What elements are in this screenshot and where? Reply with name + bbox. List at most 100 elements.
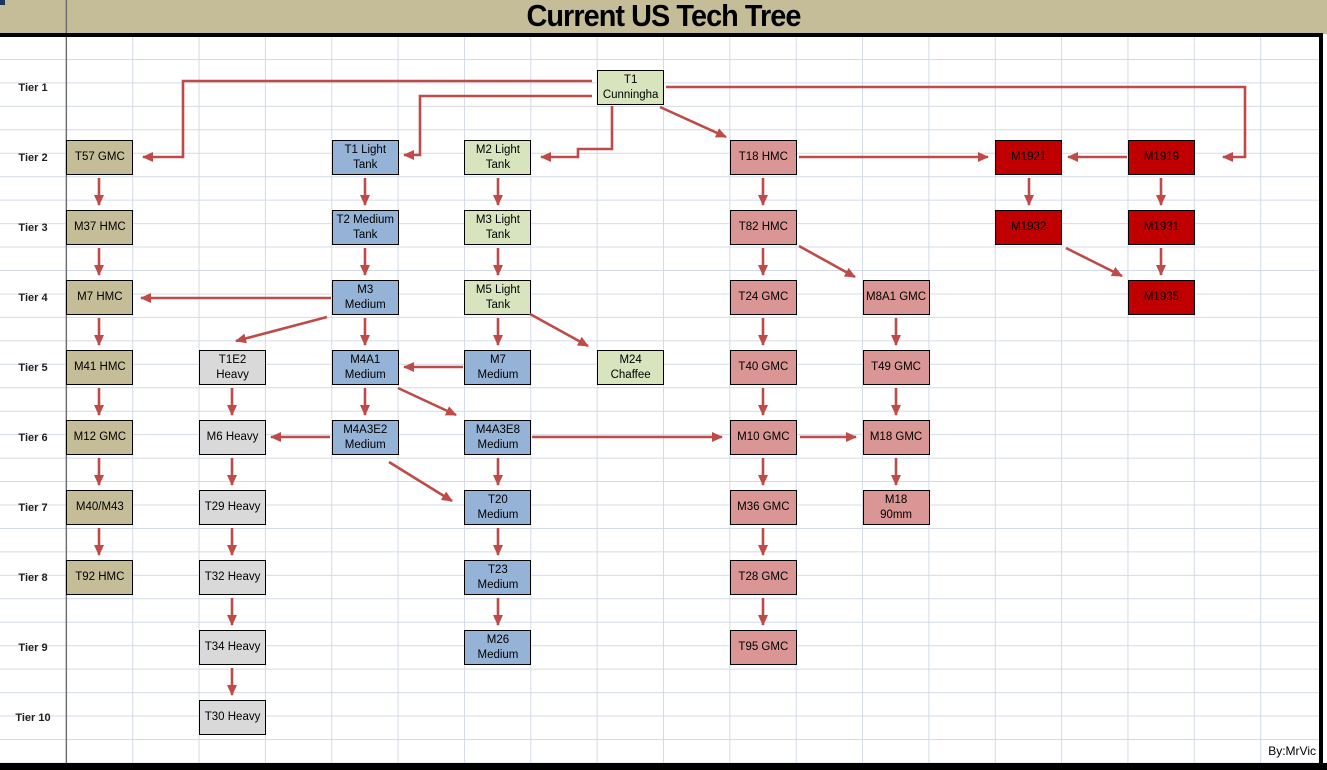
node-label: M1931 [1143, 221, 1180, 233]
node-t95_gmc[interactable]: T95 GMC [729, 630, 797, 665]
node-label: M37 HMC [73, 221, 126, 233]
title-band [0, 0, 1327, 34]
node-m1921[interactable]: M1921 [995, 140, 1063, 175]
node-label: M5 Light [475, 283, 520, 296]
node-label: Tank [485, 298, 511, 311]
node-label: T57 GMC [74, 151, 125, 163]
node-label: T1E2 [218, 353, 247, 366]
node-label: Tank [485, 158, 511, 171]
node-label: Chaffee [610, 368, 651, 381]
node-m41_hmc[interactable]: M41 HMC [66, 350, 134, 385]
sheet-bottom-border [0, 763, 1327, 770]
node-label: T95 GMC [738, 641, 789, 653]
node-label: T34 Heavy [204, 641, 261, 653]
node-t18_hmc[interactable]: T18 HMC [729, 140, 797, 175]
node-label: Cunningha [602, 88, 659, 101]
node-label: M36 GMC [737, 501, 790, 513]
node-label: M10 GMC [737, 431, 790, 443]
tier-label-2: Tier 2 [18, 151, 48, 164]
node-t29_heavy[interactable]: T29 Heavy [199, 490, 267, 525]
node-m10_gmc[interactable]: M10 GMC [729, 420, 797, 455]
node-t30_heavy[interactable]: T30 Heavy [199, 700, 267, 735]
tier-label-1: Tier 1 [18, 81, 48, 94]
node-t24_gmc[interactable]: T24 GMC [729, 280, 797, 315]
node-t32_heavy[interactable]: T32 Heavy [199, 560, 267, 595]
node-label: M12 GMC [73, 431, 127, 443]
node-label: Medium [477, 438, 519, 451]
node-m18_gmc[interactable]: M18 GMC [862, 420, 930, 455]
node-label: T29 Heavy [204, 501, 261, 513]
node-t40_gmc[interactable]: T40 GMC [729, 350, 797, 385]
node-t82_hmc[interactable]: T82 HMC [729, 210, 797, 245]
node-label: T82 HMC [738, 221, 788, 233]
tier-label-9: Tier 9 [18, 641, 48, 654]
node-m1932[interactable]: M1932 [995, 210, 1063, 245]
node-label: T40 GMC [738, 361, 789, 373]
node-m7_hmc[interactable]: M7 HMC [66, 280, 134, 315]
node-m18_90mm[interactable]: M18 90mm [862, 490, 930, 525]
node-label: Tank [485, 228, 511, 241]
node-label: M6 Heavy [206, 431, 259, 443]
node-m40_m43[interactable]: M40/M43 [66, 490, 134, 525]
node-label: Medium [477, 368, 519, 381]
node-label: Heavy [216, 368, 249, 381]
node-label: M18 [884, 493, 908, 506]
node-label: T2 Medium [336, 213, 395, 226]
node-m8a1_gmc[interactable]: M8A1 GMC [862, 280, 930, 315]
node-label: T49 GMC [871, 361, 921, 373]
tier-label-6: Tier 6 [18, 431, 48, 444]
node-m37_hmc[interactable]: M37 HMC [66, 210, 134, 245]
tier-label-3: Tier 3 [18, 221, 48, 234]
node-t92_hmc[interactable]: T92 HMC [66, 560, 134, 595]
node-label: M1935 [1143, 291, 1180, 303]
node-t57_gmc[interactable]: T57 GMC [66, 140, 134, 175]
node-m1919[interactable]: M1919 [1127, 140, 1195, 175]
node-label: T20 [488, 493, 508, 506]
tier-label-8: Tier 8 [18, 571, 48, 584]
node-m1935[interactable]: M1935 [1127, 280, 1195, 315]
node-label: M7 [489, 353, 506, 366]
node-label: M4A1 [350, 353, 381, 366]
node-m6_heavy[interactable]: M6 Heavy [199, 420, 267, 455]
node-label: Medium [477, 648, 519, 661]
node-label: T92 HMC [75, 571, 125, 583]
node-m12_gmc[interactable]: M12 GMC [66, 420, 134, 455]
page-title: Current US Tech Tree [526, 0, 801, 33]
node-t28_gmc[interactable]: T28 GMC [729, 560, 797, 595]
node-label: 90mm [880, 508, 913, 521]
node-t34_heavy[interactable]: T34 Heavy [199, 630, 267, 665]
node-label: M18 GMC [869, 431, 923, 443]
node-m1931[interactable]: M1931 [1127, 210, 1195, 245]
node-label: Medium [344, 298, 386, 311]
node-label: M4A3E8 [475, 423, 520, 436]
node-label: M8A1 GMC [866, 291, 927, 303]
node-label: Medium [344, 438, 386, 451]
node-label: T30 Heavy [204, 711, 261, 723]
node-m36_gmc[interactable]: M36 GMC [729, 490, 797, 525]
node-label: Medium [477, 578, 519, 591]
node-label: M24 [619, 353, 642, 366]
sheet-right-border [1319, 34, 1323, 764]
node-label: M26 [486, 633, 510, 646]
node-label: M1932 [1011, 221, 1047, 233]
node-label: M3 [357, 283, 374, 296]
node-t49_gmc[interactable]: T49 GMC [862, 350, 930, 385]
